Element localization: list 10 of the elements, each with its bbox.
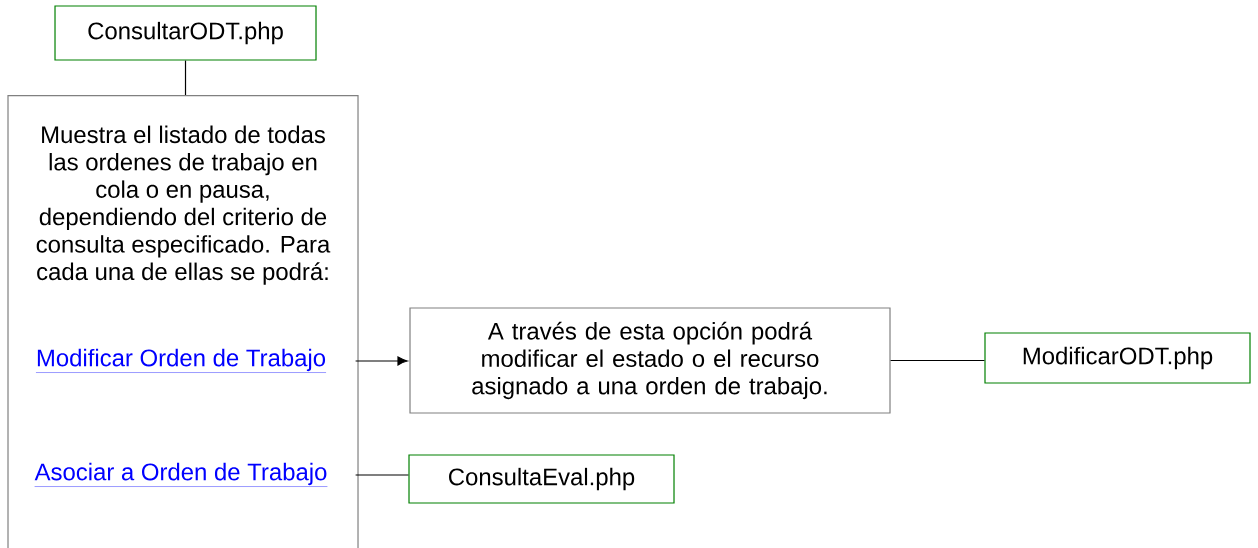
hyperlink-text: Asociar a Orden de Trabajo bbox=[34, 462, 328, 487]
connector bbox=[890, 359, 985, 362]
file-box: ConsultaEval.php bbox=[408, 454, 675, 504]
description-box: A través de esta opción podrá modificar el estado o el recurso asignado a una orden de trabajo. bbox=[409, 307, 891, 414]
file-box: ConsultarODT.php bbox=[54, 5, 317, 61]
hyperlink-text: Modificar Orden de Trabajo bbox=[35, 348, 327, 373]
connector bbox=[355, 474, 409, 476]
connector bbox=[355, 356, 408, 366]
connector bbox=[184, 60, 187, 96]
file-box: ModificarODT.php bbox=[984, 332, 1251, 384]
